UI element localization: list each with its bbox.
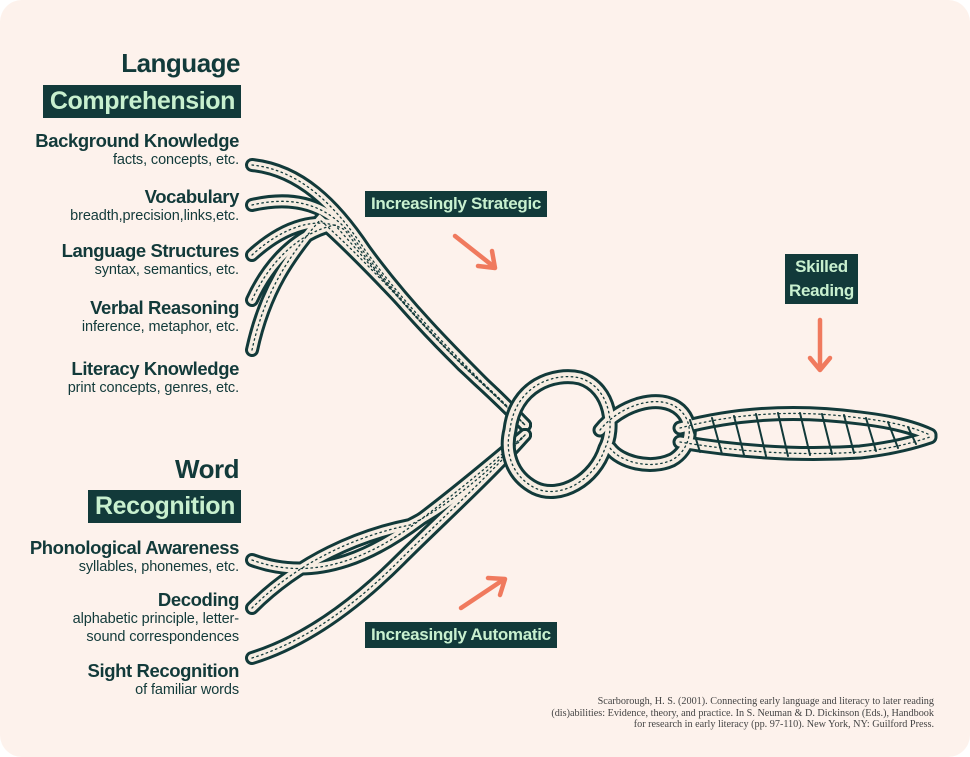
recognition-item-sight-recognition: Sight Recognition of familiar words <box>87 660 240 699</box>
comprehension-item-vocabulary: Vocabulary breadth,precision,links,etc. <box>70 186 239 225</box>
item-desc: of familiar words <box>135 682 239 698</box>
item-desc: sound correspondences <box>86 629 239 645</box>
comprehension-title-highlight: Comprehension <box>42 85 241 118</box>
skilled-reading-label: Skilled Reading <box>785 254 858 304</box>
increasingly-strategic-label: Increasingly Strategic <box>365 191 548 217</box>
comprehension-strands <box>245 158 532 432</box>
recognition-item-phonological-awareness: Phonological Awareness syllables, phonem… <box>29 537 240 576</box>
item-name: Phonological Awareness <box>29 537 240 558</box>
comprehension-item-background-knowledge: Background Knowledge facts, concepts, et… <box>35 130 239 169</box>
comprehension-item-verbal-reasoning: Verbal Reasoning inference, metaphor, et… <box>82 297 239 336</box>
comprehension-title-line1: Language <box>121 48 240 78</box>
recognition-title-line1: Word <box>175 454 239 484</box>
item-name: Vocabulary <box>144 186 240 207</box>
item-desc: syntax, semantics, etc. <box>94 262 239 278</box>
item-desc: syllables, phonemes, etc. <box>78 559 239 575</box>
strategic-arrow <box>452 233 498 271</box>
item-name: Verbal Reasoning <box>90 297 239 318</box>
item-name: Background Knowledge <box>35 130 239 151</box>
comprehension-item-literacy-knowledge: Literacy Knowledge print concepts, genre… <box>67 358 240 397</box>
recognition-title-highlight: Recognition <box>87 490 241 523</box>
increasingly-automatic-label: Increasingly Automatic <box>365 622 557 648</box>
citation-line: for research in early literacy (pp. 97-1… <box>633 719 934 730</box>
citation-line: (dis)abilities: Evidence, theory, and pr… <box>551 707 934 719</box>
comprehension-item-language-structures: Language Structures syntax, semantics, e… <box>61 240 240 279</box>
citation: Scarborough, H. S. (2001). Connecting ea… <box>514 696 934 731</box>
skilled-reading-line2: Reading <box>789 281 854 300</box>
item-desc: breadth,precision,links,etc. <box>70 208 239 224</box>
skilled-reading-braid <box>500 369 938 499</box>
item-name: Literacy Knowledge <box>71 358 239 379</box>
recognition-strands <box>245 428 532 665</box>
item-desc: facts, concepts, etc. <box>112 152 239 168</box>
item-name: Sight Recognition <box>87 660 240 681</box>
recognition-item-decoding: Decoding alphabetic principle, letter- s… <box>72 589 240 646</box>
skilled-arrow <box>807 317 833 373</box>
automatic-arrow <box>458 575 508 611</box>
citation-line: Scarborough, H. S. (2001). Connecting ea… <box>597 696 934 707</box>
item-name: Decoding <box>157 589 239 610</box>
item-desc: print concepts, genres, etc. <box>67 380 239 396</box>
item-desc: inference, metaphor, etc. <box>81 319 239 335</box>
item-name: Language Structures <box>61 240 240 261</box>
item-desc: alphabetic principle, letter- <box>72 611 239 627</box>
skilled-reading-line1: Skilled <box>795 257 848 276</box>
